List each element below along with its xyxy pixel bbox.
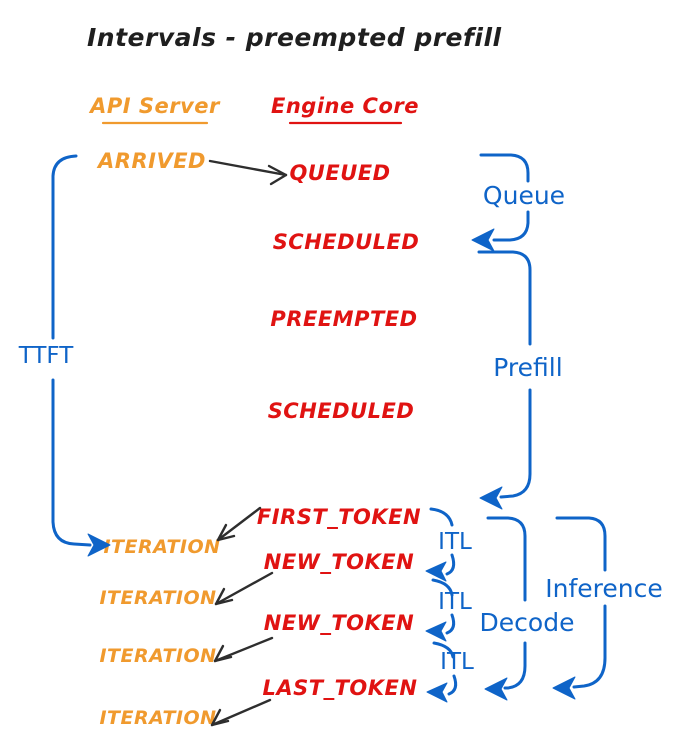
event-iteration-1: ITERATION xyxy=(103,536,220,558)
event-scheduled-1: SCHEDULED xyxy=(273,230,420,254)
interval-label-queue: Queue xyxy=(483,181,565,210)
column-header-engine-core: Engine Core xyxy=(271,94,419,118)
event-new-token-2: NEW_TOKEN xyxy=(264,611,414,635)
event-queued: QUEUED xyxy=(289,161,390,185)
event-last-token: LAST_TOKEN xyxy=(263,676,418,700)
event-arrived: ARRIVED xyxy=(96,149,206,173)
arrow-first-token-to-iteration-1 xyxy=(216,506,262,542)
queue-arrowhead xyxy=(471,228,495,252)
event-iteration-4: ITERATION xyxy=(99,707,216,729)
interval-label-decode: Decode xyxy=(480,608,575,637)
inference-arrowhead xyxy=(552,676,576,700)
interval-label-prefill: Prefill xyxy=(493,353,562,382)
column-header-api-server: API Server xyxy=(88,94,221,118)
interval-label-ttft: TTFT xyxy=(18,343,75,369)
event-first-token: FIRST_TOKEN xyxy=(257,505,421,529)
interval-label-itl-2: ITL xyxy=(438,589,472,615)
event-scheduled-2: SCHEDULED xyxy=(268,399,415,423)
decode-bracket xyxy=(484,516,527,701)
event-iteration-3: ITERATION xyxy=(99,645,216,667)
arrow-arrived-to-queued xyxy=(208,159,288,186)
decode-arrowhead xyxy=(484,677,508,701)
itl-segment-2 xyxy=(425,578,456,642)
event-iteration-2: ITERATION xyxy=(99,587,216,609)
diagram-title: Intervals - preempted prefill xyxy=(87,23,502,52)
interval-label-itl-1: ITL xyxy=(438,529,472,555)
arrow-last-token-to-iteration-4 xyxy=(210,698,272,727)
event-preempted: PREEMPTED xyxy=(270,307,417,331)
queue-bracket xyxy=(471,153,530,252)
itl-segment-1 xyxy=(425,507,456,582)
itl-1-arrowhead xyxy=(425,561,447,582)
itl-2-arrowhead xyxy=(425,621,447,642)
itl-segment-3 xyxy=(426,641,458,703)
inference-bracket xyxy=(552,516,607,700)
prefill-bracket xyxy=(477,250,532,510)
ttft-arrowhead xyxy=(87,533,111,557)
event-new-token-1: NEW_TOKEN xyxy=(264,550,414,574)
interval-label-inference: Inference xyxy=(545,574,662,603)
prefill-arrowhead xyxy=(479,486,503,510)
arrow-new-token-2-to-iteration-3 xyxy=(213,636,274,663)
interval-label-itl-3: ITL xyxy=(440,649,474,675)
itl-3-arrowhead xyxy=(426,682,448,703)
ttft-bracket xyxy=(51,154,111,557)
arrow-new-token-1-to-iteration-2 xyxy=(214,571,274,606)
